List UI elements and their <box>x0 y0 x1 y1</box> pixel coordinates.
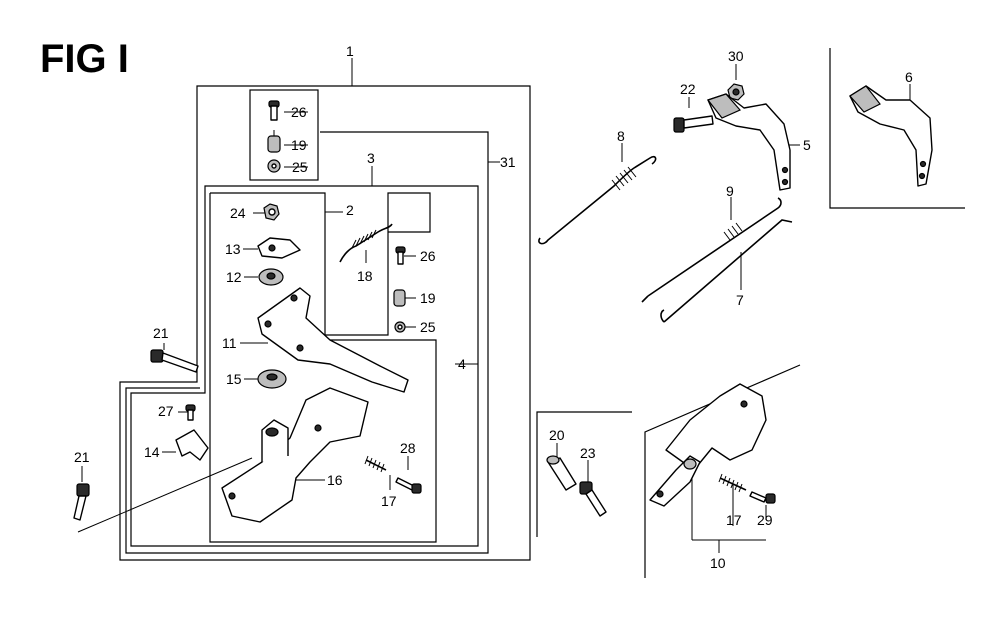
control-cable-line <box>77 457 253 533</box>
bracket-assembly-10 <box>649 383 767 507</box>
stud-19-top <box>267 130 281 153</box>
callout-15: 15 <box>226 371 242 387</box>
lever-6 <box>849 85 933 187</box>
screw-28 <box>395 477 422 494</box>
frame-part-20-23 <box>536 411 632 537</box>
callout-20: 20 <box>549 427 565 443</box>
collar-20 <box>546 455 577 491</box>
bolt-21-lower <box>73 483 90 521</box>
washer-12 <box>258 268 284 286</box>
callout-13: 13 <box>225 241 241 257</box>
washer-15 <box>257 369 287 389</box>
frame-assembly-2 <box>210 192 431 336</box>
screw-29 <box>749 491 776 504</box>
washer-25-mid <box>394 321 406 333</box>
bolt-23 <box>579 481 607 517</box>
frame-assembly-31 <box>125 131 489 554</box>
spring-17-right <box>718 473 747 493</box>
clamp-14 <box>175 429 209 461</box>
lever-5 <box>707 93 791 191</box>
nut-24 <box>263 203 280 221</box>
stud-19-mid <box>393 289 406 307</box>
frame-assembly-3 <box>130 185 479 547</box>
callout-19-top: 19 <box>291 137 307 153</box>
callout-6: 6 <box>905 69 913 85</box>
rod-spring-9 <box>641 197 782 303</box>
rod-7 <box>660 219 793 323</box>
callout-21-lower: 21 <box>74 449 90 465</box>
spring-17-mid <box>364 455 387 473</box>
screw-26-mid <box>395 246 406 265</box>
frame-part-6 <box>829 48 965 209</box>
base-plate-16 <box>221 387 369 523</box>
callout-30: 30 <box>728 48 744 64</box>
callout-18: 18 <box>357 268 373 284</box>
frame-assembly-4 <box>209 193 437 543</box>
callout-26-top: 26 <box>291 104 307 120</box>
washer-25-top <box>267 159 281 173</box>
callout-19-mid: 19 <box>420 290 436 306</box>
callout-26-mid: 26 <box>420 248 436 264</box>
callout-2: 2 <box>346 202 354 218</box>
screw-27 <box>185 404 196 421</box>
callout-27: 27 <box>158 403 174 419</box>
frame-assembly-10 <box>644 364 801 578</box>
bolt-22 <box>673 115 714 133</box>
callout-1: 1 <box>346 43 354 59</box>
callout-17-right: 17 <box>726 512 742 528</box>
callout-16: 16 <box>327 472 343 488</box>
callout-8: 8 <box>617 128 625 144</box>
callout-23: 23 <box>580 445 596 461</box>
cam-plate-13 <box>257 237 301 259</box>
callout-29: 29 <box>757 512 773 528</box>
frame-hardware-top <box>249 89 319 181</box>
screw-26-top <box>268 100 280 121</box>
callout-4: 4 <box>458 356 466 372</box>
callout-7: 7 <box>736 292 744 308</box>
callout-14: 14 <box>144 444 160 460</box>
callout-9: 9 <box>726 183 734 199</box>
callout-21-upper: 21 <box>153 325 169 341</box>
callout-22: 22 <box>680 81 696 97</box>
figure-title: FIG I <box>40 37 129 81</box>
callout-28: 28 <box>400 440 416 456</box>
control-lever-11 <box>257 287 409 393</box>
callout-31: 31 <box>500 154 516 170</box>
bolt-21-upper <box>150 349 199 373</box>
parts <box>73 83 933 533</box>
frame-assembly-1 <box>119 85 531 561</box>
callout-5: 5 <box>803 137 811 153</box>
callout-11: 11 <box>222 335 237 351</box>
callout-25-mid: 25 <box>420 319 436 335</box>
callout-24: 24 <box>230 205 246 221</box>
callout-3: 3 <box>367 150 375 166</box>
callout-17-mid: 17 <box>381 493 397 509</box>
callout-25-top: 25 <box>292 159 308 175</box>
governor-spring-8 <box>538 155 657 245</box>
callout-labels: 1 2 3 4 5 6 7 8 9 10 11 12 13 14 15 16 1… <box>74 43 913 571</box>
spring-18 <box>339 223 393 263</box>
assembly-frames <box>119 48 965 578</box>
callout-12: 12 <box>226 269 242 285</box>
callout-10: 10 <box>710 555 726 571</box>
